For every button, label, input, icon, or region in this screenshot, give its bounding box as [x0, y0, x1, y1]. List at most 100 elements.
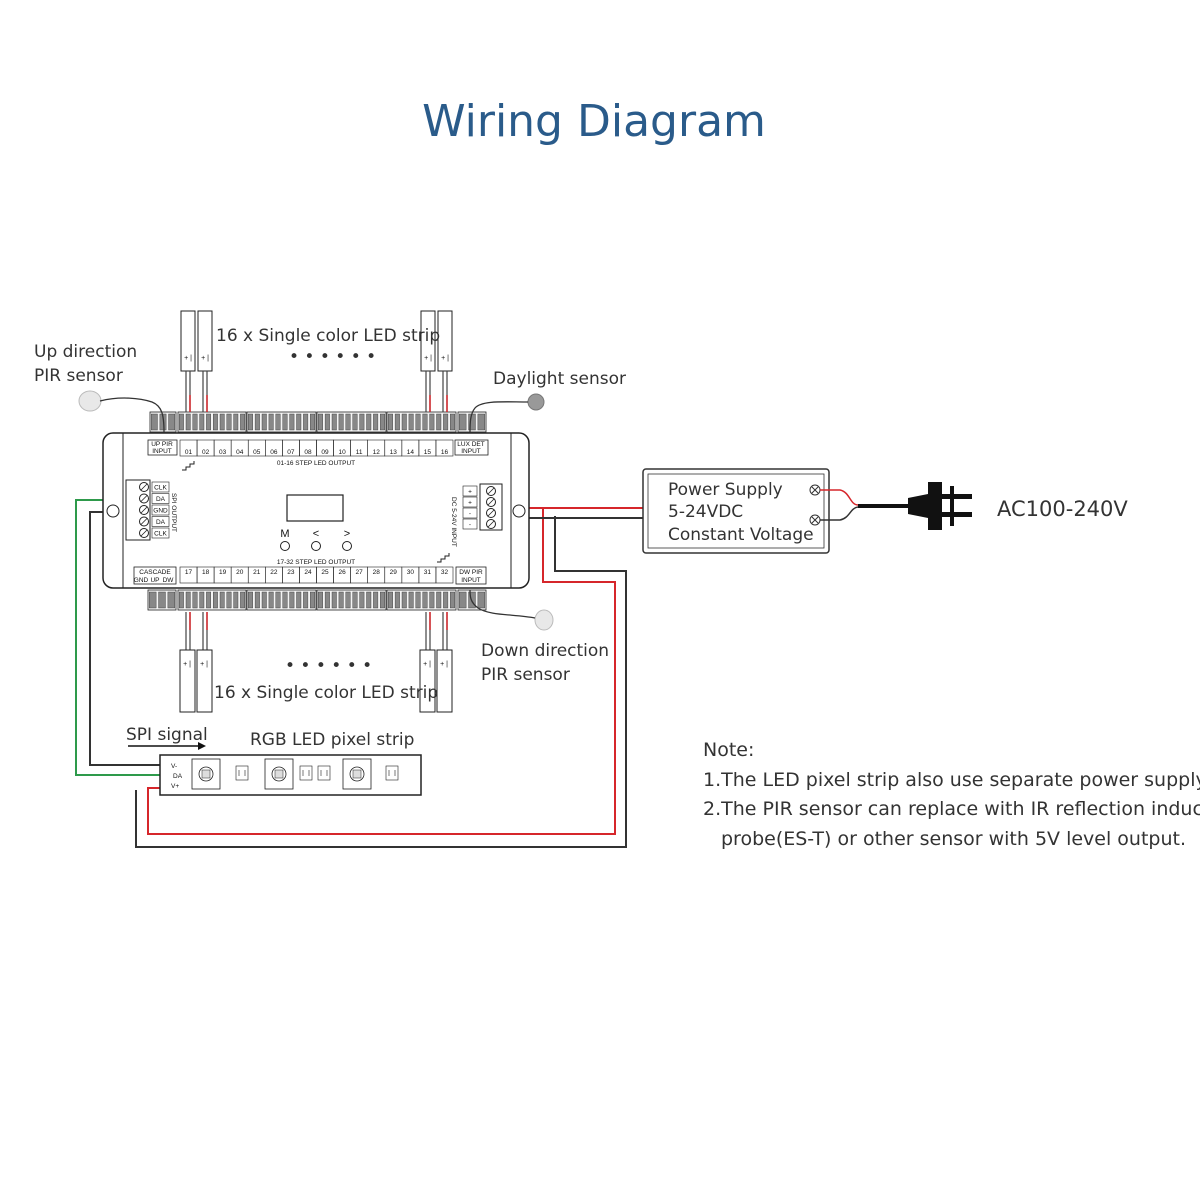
top-ellipsis: • • • • • •: [289, 347, 376, 367]
channel-label-22: 22: [270, 569, 278, 576]
terminal-pin: [261, 591, 267, 609]
terminal-pin: [422, 413, 428, 431]
channel-box: [435, 566, 454, 584]
terminal-pin: [168, 413, 176, 431]
power-supply-line2: 5-24VDC: [668, 502, 743, 522]
spi-pin-label: DA: [156, 519, 166, 526]
channel-label-25: 25: [321, 569, 329, 576]
channel-label-23: 23: [287, 569, 295, 576]
channel-label-12: 12: [373, 449, 381, 456]
terminal-pin: [359, 413, 365, 431]
channel-label-31: 31: [424, 569, 432, 576]
terminal-pin: [296, 591, 302, 609]
top-terminal-blocks: [149, 411, 487, 433]
terminal-pin: [366, 413, 372, 431]
terminal-pin: [233, 591, 239, 609]
notes-section: Note: 1.The LED pixel strip also use sep…: [703, 739, 1200, 850]
terminal-pin: [450, 413, 455, 431]
terminal-pin: [380, 591, 385, 609]
lux-det-input-label-2: INPUT: [461, 448, 481, 455]
terminal-pin: [282, 591, 288, 609]
terminal-pin: [388, 413, 393, 431]
terminal-pin: [150, 413, 158, 431]
top-led-strip-right-group: + | + |: [420, 310, 453, 412]
terminal-pin: [303, 413, 309, 431]
terminal-pin: [443, 413, 449, 431]
up-pir-sensor-icon: [78, 390, 102, 412]
bottom-led-strip-label: 16 x Single color LED strip: [214, 683, 438, 703]
terminal-pin: [338, 591, 344, 609]
power-pin-label: -: [469, 511, 471, 518]
left-button-label: <: [313, 528, 319, 540]
terminal-pin: [429, 413, 435, 431]
channel-label-32: 32: [441, 569, 449, 576]
daylight-sensor-icon: [527, 393, 545, 411]
channel-label-11: 11: [356, 449, 363, 456]
terminal-pin: [226, 413, 232, 431]
notes-heading: Note:: [703, 739, 754, 761]
terminal-pin: [408, 591, 414, 609]
channel-label-13: 13: [390, 449, 398, 456]
pixel-resistor: [235, 765, 249, 781]
terminal-pin: [373, 591, 379, 609]
terminal-pin: [436, 591, 442, 609]
plug-prong-top: [942, 494, 972, 499]
terminal-pin: [261, 413, 267, 431]
menu-button[interactable]: [280, 541, 290, 551]
daylight-sensor: [469, 393, 545, 433]
terminal-pin: [275, 413, 281, 431]
terminal-pin: [240, 591, 245, 609]
menu-button-label: M: [280, 528, 289, 540]
channel-label-19: 19: [219, 569, 227, 576]
top-led-strip-left-group: + | + |: [180, 310, 213, 412]
channel-label-04: 04: [236, 449, 244, 456]
power-input-terminal: ++-- DC 5-24V INPUT: [450, 483, 503, 547]
right-button[interactable]: [342, 541, 352, 551]
terminal-pin: [233, 413, 239, 431]
bottom-ellipsis: • • • • • •: [285, 656, 372, 676]
page-title: Wiring Diagram: [422, 96, 766, 147]
channel-label-16: 16: [441, 449, 449, 456]
terminal-pin: [268, 591, 274, 609]
terminal-pin: [167, 591, 176, 609]
channel-label-03: 03: [219, 449, 227, 456]
left-button[interactable]: [311, 541, 321, 551]
svg-text:+ |: + |: [440, 661, 448, 668]
terminal-pin: [318, 591, 323, 609]
rgb-pixel-strip: V- DA V+: [159, 754, 422, 796]
channel-label-05: 05: [253, 449, 261, 456]
svg-text:+ |: + |: [424, 355, 432, 362]
spi-signal-arrow-icon: [128, 742, 206, 750]
channel-label-10: 10: [338, 449, 346, 456]
down-pir-label-line2: PIR sensor: [481, 665, 570, 685]
terminal-pin: [345, 591, 351, 609]
spi-pin-label: CLK: [154, 531, 167, 538]
cascade-pin-up: UP: [150, 577, 159, 584]
pixel-resistor: [385, 765, 399, 781]
terminal-pin: [158, 591, 166, 609]
terminal-pin: [459, 413, 467, 431]
terminal-pin: [192, 591, 198, 609]
terminal-pin: [408, 413, 414, 431]
terminal-pin: [443, 591, 449, 609]
note-item-2: 2.The PIR sensor can replace with IR ref…: [703, 798, 1200, 820]
terminal-pin: [352, 413, 358, 431]
terminal-pin: [247, 591, 253, 609]
stair-icon-top: [182, 461, 195, 471]
power-supply: Power Supply 5-24VDC Constant Voltage: [642, 468, 830, 554]
power-pin-label: -: [469, 522, 471, 529]
terminal-pin: [226, 591, 232, 609]
right-button-label: >: [344, 528, 350, 540]
spi-output-label: SPI OUTPUT: [170, 493, 177, 532]
terminal-pin: [206, 591, 211, 609]
channel-box: [435, 439, 454, 457]
channel-label-30: 30: [407, 569, 415, 576]
dw-pir-input-label: DW PIR: [459, 569, 483, 576]
spi-pin-label: DA: [156, 496, 166, 503]
terminal-pin: [303, 591, 309, 609]
terminal-pin: [254, 591, 260, 609]
terminal-pin: [148, 591, 157, 609]
